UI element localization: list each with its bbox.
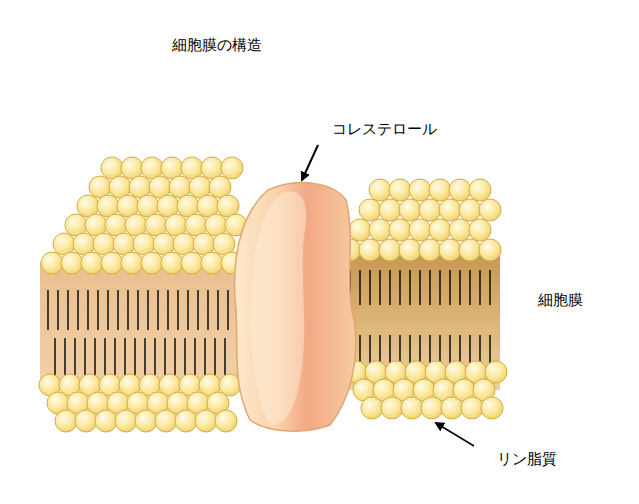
phospholipid-head	[479, 239, 501, 261]
phospholipid-head	[55, 410, 77, 432]
phospholipid-head	[379, 239, 401, 261]
lipid-tail	[167, 290, 168, 330]
right-bilayer	[339, 179, 507, 419]
phospholipid-head	[419, 199, 441, 221]
lipid-tail	[117, 290, 118, 330]
phospholipid-head	[409, 179, 431, 201]
phospholipid-head	[349, 219, 371, 241]
lipid-tail	[87, 290, 88, 330]
phospholipid-head	[461, 397, 483, 419]
phospholipid-head	[41, 252, 63, 274]
lipid-tail	[399, 270, 400, 305]
phospholipid-head	[115, 410, 137, 432]
lipid-tail	[409, 270, 410, 305]
lipid-tail	[429, 270, 430, 305]
phospholipid-head	[481, 397, 503, 419]
phospholipid-head	[175, 410, 197, 432]
phospholipid-head	[155, 410, 177, 432]
phospholipid-head	[399, 239, 421, 261]
phospholipid-head	[421, 397, 443, 419]
phospholipid-head	[469, 179, 491, 201]
phospholipid-head	[469, 219, 491, 241]
left-bilayer	[39, 157, 247, 432]
lipid-tail	[217, 290, 218, 330]
lipid-tail	[369, 270, 370, 305]
phospholipid-head	[479, 199, 501, 221]
part-label: リン脂質	[495, 450, 559, 468]
lipid-tail	[469, 270, 470, 305]
phospholipid-head	[389, 219, 411, 241]
phospholipid-head	[81, 252, 103, 274]
lipid-tail	[57, 290, 58, 330]
lipid-tail	[207, 290, 208, 330]
phospholipid-head	[429, 219, 451, 241]
phospholipid-head	[449, 179, 471, 201]
lipid-tail	[449, 270, 450, 305]
phospholipid-head	[141, 252, 163, 274]
phospholipid-head	[95, 410, 117, 432]
lipid-tail	[97, 290, 98, 330]
phospholipid-head	[369, 219, 391, 241]
leader-arrow	[302, 145, 318, 180]
phospholipid-head	[215, 410, 237, 432]
lipid-tail	[77, 290, 78, 330]
phospholipid-head	[409, 219, 431, 241]
lipid-tail	[137, 290, 138, 330]
phospholipid-head	[449, 219, 471, 241]
phospholipid-head	[101, 252, 123, 274]
lipid-tail	[177, 290, 178, 330]
phospholipid-head	[439, 199, 461, 221]
phospholipid-head	[441, 397, 463, 419]
phospholipid-head	[419, 239, 441, 261]
lipid-tail	[389, 270, 390, 305]
phospholipid-head	[359, 199, 381, 221]
lipid-tail	[107, 290, 108, 330]
lipid-tail	[127, 290, 128, 330]
lipid-tail	[439, 270, 440, 305]
phospholipid-head	[459, 199, 481, 221]
diagram-title: 細胞膜の構造	[170, 36, 264, 54]
phospholipid-head	[61, 252, 83, 274]
lipid-tail	[67, 290, 68, 330]
lipid-tail	[489, 270, 490, 305]
phospholipid-head	[399, 199, 421, 221]
phospholipid-head	[429, 179, 451, 201]
leader-arrow	[436, 423, 474, 446]
phospholipid-head	[369, 179, 391, 201]
phospholipid-head	[121, 252, 143, 274]
phospholipid-head	[401, 397, 423, 419]
phospholipid-head	[439, 239, 461, 261]
membrane-face	[40, 262, 240, 390]
lipid-tail	[147, 290, 148, 330]
lipid-tail	[479, 270, 480, 305]
membrane-face	[344, 255, 500, 390]
cholesterol-shape	[235, 183, 356, 432]
phospholipid-head	[221, 157, 243, 179]
part-label: 細胞膜	[536, 291, 585, 309]
phospholipid-head	[161, 252, 183, 274]
phospholipid-head	[359, 239, 381, 261]
phospholipid-head	[459, 239, 481, 261]
lipid-tail	[359, 270, 360, 305]
cholesterol-highlight	[252, 191, 307, 425]
lipid-tail	[187, 290, 188, 330]
lipid-tail	[197, 290, 198, 330]
lipid-tail	[459, 270, 460, 305]
phospholipid-head	[135, 410, 157, 432]
part-label: コレステロール	[330, 120, 439, 138]
phospholipid-head	[379, 199, 401, 221]
lipid-tail	[379, 270, 380, 305]
lipid-tail	[227, 290, 228, 330]
lipid-tail	[157, 290, 158, 330]
lipid-tail	[419, 270, 420, 305]
phospholipid-head	[75, 410, 97, 432]
phospholipid-head	[201, 252, 223, 274]
phospholipid-head	[181, 252, 203, 274]
phospholipid-head	[389, 179, 411, 201]
phospholipid-head	[381, 397, 403, 419]
phospholipid-head	[361, 397, 383, 419]
lipid-tail	[47, 290, 48, 330]
phospholipid-head	[195, 410, 217, 432]
